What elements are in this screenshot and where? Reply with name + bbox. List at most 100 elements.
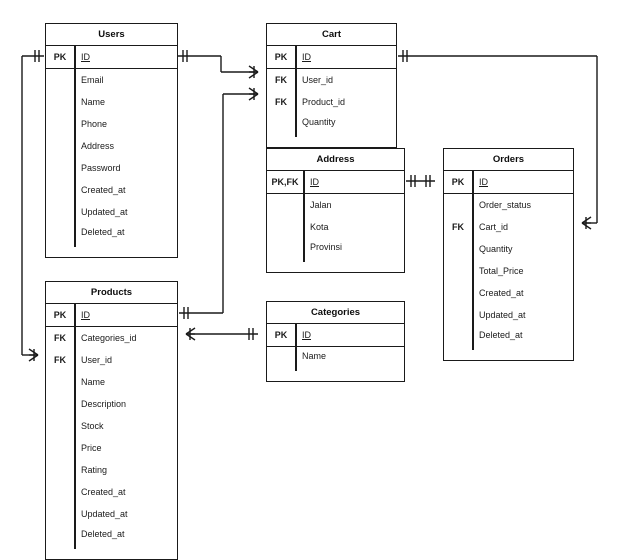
field-name: Provinsi bbox=[310, 242, 343, 252]
field-row[interactable]: Password bbox=[46, 157, 177, 179]
field-row[interactable]: FK Product_id bbox=[267, 91, 396, 113]
field-name: ID bbox=[310, 177, 319, 187]
field-key-marker: FK bbox=[54, 333, 66, 343]
field-key-marker: PK bbox=[53, 52, 67, 62]
field-row[interactable]: Created_at bbox=[46, 481, 177, 503]
crows-foot-prong bbox=[248, 93, 259, 101]
field-key-marker: PK bbox=[53, 310, 67, 320]
relationship-products-categories bbox=[185, 327, 258, 341]
field-name: Password bbox=[81, 163, 121, 173]
field-name: Price bbox=[81, 443, 102, 453]
field-row[interactable]: Email bbox=[46, 69, 177, 91]
crows-foot-prong bbox=[28, 348, 39, 356]
field-row[interactable]: Total_Price bbox=[444, 260, 573, 282]
field-name: Name bbox=[81, 97, 106, 107]
field-row[interactable]: Kota bbox=[267, 216, 404, 238]
field-row[interactable]: Address bbox=[46, 135, 177, 157]
field-row[interactable]: Created_at bbox=[46, 179, 177, 201]
field-row[interactable]: PK ID bbox=[46, 304, 177, 327]
field-row[interactable]: Quantity bbox=[444, 238, 573, 260]
field-key-marker: PK bbox=[274, 52, 288, 62]
field-row[interactable]: Rating bbox=[46, 459, 177, 481]
field-row[interactable]: Jalan bbox=[267, 194, 404, 216]
field-row[interactable]: Deleted_at bbox=[46, 223, 177, 257]
field-row[interactable]: Provinsi bbox=[267, 238, 404, 272]
field-name: Deleted_at bbox=[81, 227, 125, 237]
field-row[interactable]: Price bbox=[46, 437, 177, 459]
field-key-marker: PK bbox=[451, 177, 465, 187]
entity-title-categories: Categories bbox=[267, 302, 404, 324]
field-row[interactable]: PK,FK ID bbox=[267, 171, 404, 194]
field-name: Phone bbox=[81, 119, 108, 129]
entity-title-users: Users bbox=[46, 24, 177, 46]
field-row[interactable]: Deleted_at bbox=[444, 326, 573, 360]
field-name: Name bbox=[302, 351, 327, 361]
field-name: Updated_at bbox=[479, 310, 526, 320]
field-name: Total_Price bbox=[479, 266, 524, 276]
field-name: Product_id bbox=[302, 97, 346, 107]
crows-foot-prong bbox=[248, 71, 259, 79]
relationship-users-products bbox=[21, 50, 44, 362]
field-name: Address bbox=[81, 141, 115, 151]
crows-foot-prong bbox=[581, 216, 592, 224]
crows-foot-prong bbox=[248, 65, 259, 73]
field-name: Rating bbox=[81, 465, 108, 475]
field-key-marker: FK bbox=[275, 97, 287, 107]
crows-foot-prong bbox=[28, 354, 39, 362]
field-name: Updated_at bbox=[81, 207, 128, 217]
field-row[interactable]: Name bbox=[46, 371, 177, 393]
field-name: Email bbox=[81, 75, 104, 85]
field-row[interactable]: Quantity bbox=[267, 113, 396, 147]
field-key-marker: FK bbox=[275, 75, 287, 85]
field-row[interactable]: Deleted_at bbox=[46, 525, 177, 559]
crows-foot-prong bbox=[185, 327, 196, 335]
relationship-address-orders bbox=[406, 175, 435, 187]
field-name: Kota bbox=[310, 222, 329, 232]
field-name: Order_status bbox=[479, 200, 532, 210]
field-row[interactable]: FK Cart_id bbox=[444, 216, 573, 238]
field-key-marker: PK,FK bbox=[271, 177, 299, 187]
field-row[interactable]: PK ID bbox=[46, 46, 177, 69]
field-row[interactable]: Description bbox=[46, 393, 177, 415]
field-row[interactable]: Created_at bbox=[444, 282, 573, 304]
field-row[interactable]: Updated_at bbox=[444, 304, 573, 326]
field-row[interactable]: PK ID bbox=[267, 46, 396, 69]
entity-title-address: Address bbox=[267, 149, 404, 171]
field-row[interactable]: Name bbox=[46, 91, 177, 113]
field-name: ID bbox=[302, 52, 311, 62]
field-row[interactable]: Phone bbox=[46, 113, 177, 135]
field-row[interactable]: Order_status bbox=[444, 194, 573, 216]
crows-foot-prong bbox=[581, 222, 592, 230]
field-row[interactable]: Stock bbox=[46, 415, 177, 437]
field-name: Created_at bbox=[479, 288, 524, 298]
field-row[interactable]: Updated_at bbox=[46, 503, 177, 525]
field-name: Name bbox=[81, 377, 106, 387]
field-name: User_id bbox=[81, 355, 113, 365]
field-name: Quantity bbox=[479, 244, 513, 254]
field-key-marker: FK bbox=[452, 222, 464, 232]
entity-title-products: Products bbox=[46, 282, 177, 304]
field-row[interactable]: Updated_at bbox=[46, 201, 177, 223]
field-name: ID bbox=[81, 52, 90, 62]
relationship-products-cart bbox=[179, 87, 259, 319]
field-name: Cart_id bbox=[479, 222, 509, 232]
field-name: ID bbox=[81, 310, 90, 320]
field-row[interactable]: Name bbox=[267, 347, 404, 381]
crows-foot-prong bbox=[185, 333, 196, 341]
